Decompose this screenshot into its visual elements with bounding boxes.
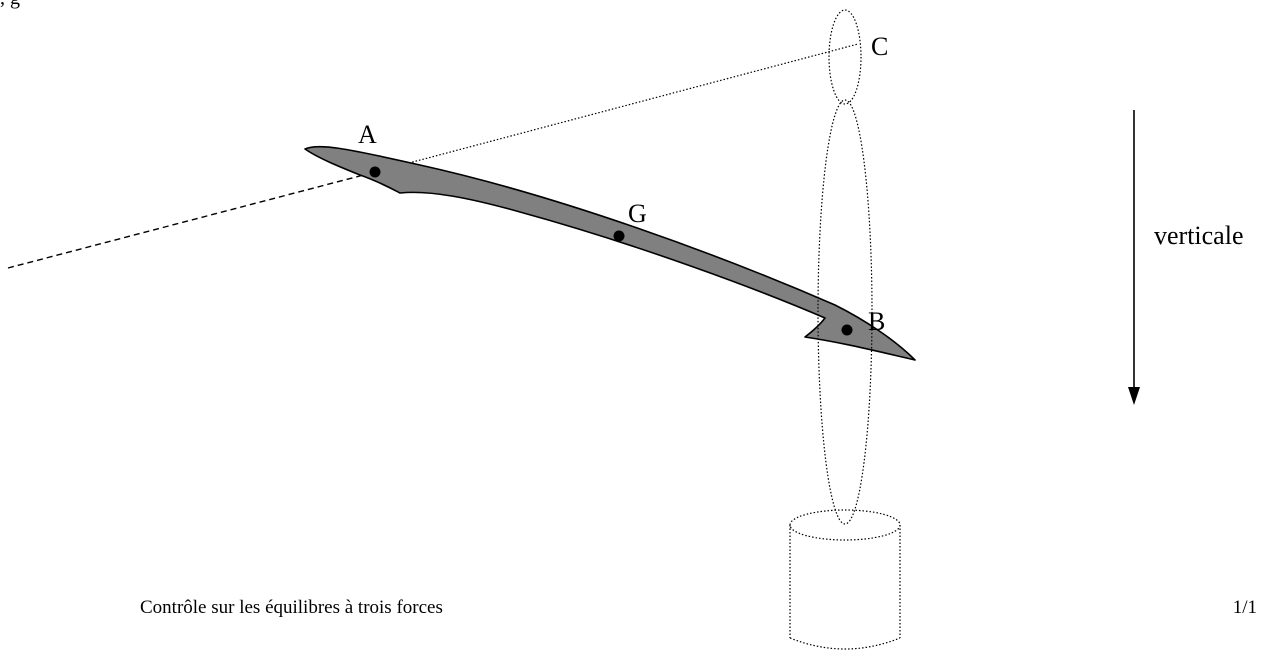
point-g-label: G <box>628 199 647 228</box>
top-ring <box>828 9 862 105</box>
string-line-ac <box>374 43 859 173</box>
point-c-label: C <box>871 32 888 61</box>
vertical-arrow-head <box>1128 387 1140 405</box>
line-of-action-dashed <box>7 171 376 269</box>
page-number: 1/1 <box>1232 597 1257 618</box>
post-cylinder-top <box>789 509 901 541</box>
bar-shape <box>304 145 916 361</box>
footer-title: Contrôle sur les équilibres à trois forc… <box>140 597 443 618</box>
point-a-dot <box>369 166 381 178</box>
vertical-label: verticale <box>1154 221 1244 250</box>
point-b-dot <box>841 324 853 336</box>
support-loop <box>817 99 873 525</box>
point-g-dot <box>613 230 625 242</box>
cropped-text-fragment: , g <box>0 0 20 9</box>
point-a-label: A <box>358 120 377 149</box>
point-b-label: B <box>868 307 885 336</box>
post-cylinder-bottom <box>789 637 901 650</box>
